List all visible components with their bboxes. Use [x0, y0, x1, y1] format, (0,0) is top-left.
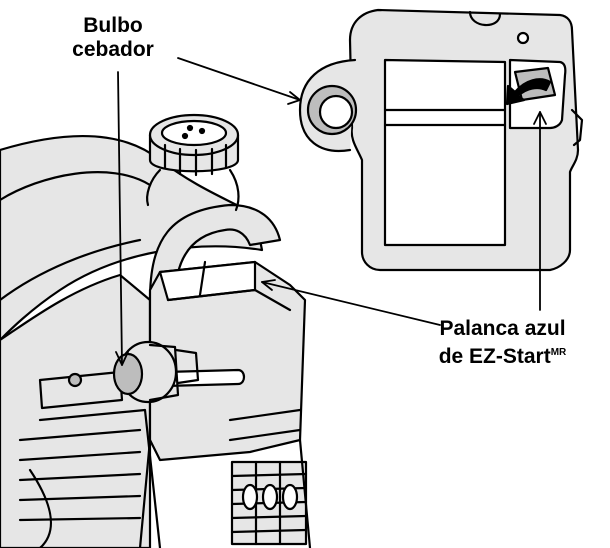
inset-cover-closeup	[298, 8, 584, 272]
leader-lines	[115, 57, 547, 366]
engine-handle-loop	[148, 203, 282, 302]
fuel-cap	[146, 113, 240, 212]
ez-start-lever-label-line2: de EZ-StartMR	[400, 341, 605, 369]
engine-shroud-edge	[0, 238, 142, 302]
primer-bulb-label: Bulbo cebador	[48, 14, 178, 62]
primer-bulb-engine	[112, 340, 200, 404]
engine-cooling-fins	[18, 428, 142, 548]
primer-bulb-label-line1: Bulbo	[83, 14, 143, 37]
air-filter-cover	[138, 260, 312, 548]
ez-start-lever-label-line1: Palanca azul	[439, 317, 566, 340]
leader-primer-engine	[117, 71, 123, 366]
ez-start-lever-label: Palanca azul de EZ-StartMR	[400, 317, 605, 369]
engine-lower-edge	[38, 408, 162, 548]
air-filter-grille	[230, 460, 308, 546]
ez-start-trademark: MR	[550, 347, 567, 358]
ez-start-lever-label-line2-main: de EZ-Start	[438, 345, 551, 368]
engine-bolt	[67, 372, 83, 388]
leader-primer-inset	[177, 57, 301, 101]
primer-bulb-label-line2: cebador	[72, 38, 154, 61]
lever-direction-arrow	[505, 78, 552, 106]
inset-cover-face	[383, 58, 507, 247]
engine-tank-ridge	[0, 171, 152, 202]
engine-mount-plate	[38, 370, 124, 410]
leader-lever-engine	[261, 281, 441, 326]
engine-body	[0, 135, 282, 548]
